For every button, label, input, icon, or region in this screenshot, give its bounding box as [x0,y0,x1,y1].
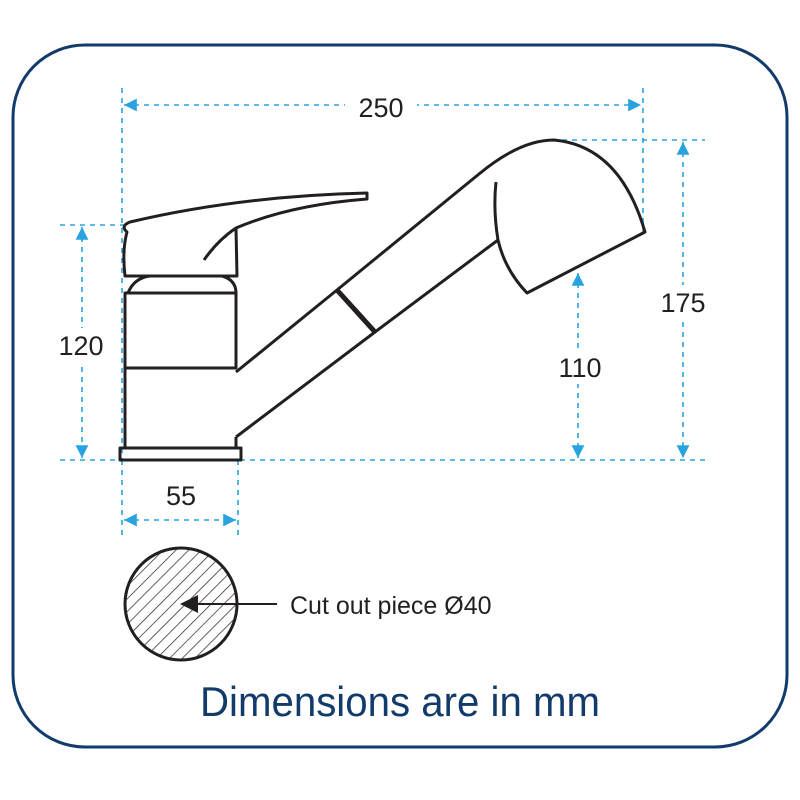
lever-handle [122,191,369,278]
cartridge-dome [126,274,238,294]
dimension-label-250: 250 [358,93,403,123]
cutout-label: Cut out piece Ø40 [290,592,492,620]
dimension-label-120: 120 [58,331,103,361]
dimension-label-55: 55 [166,481,196,511]
faucet-outline [118,138,647,462]
dimension-label-110: 110 [558,353,601,383]
spout-joint [335,288,377,334]
footer-title: Dimensions are in mm [200,678,600,725]
spout [235,138,647,374]
base [118,446,243,462]
extension-lines [60,88,705,538]
frame-border [11,43,789,749]
body [123,291,238,370]
dimension-label-175: 175 [660,288,705,318]
